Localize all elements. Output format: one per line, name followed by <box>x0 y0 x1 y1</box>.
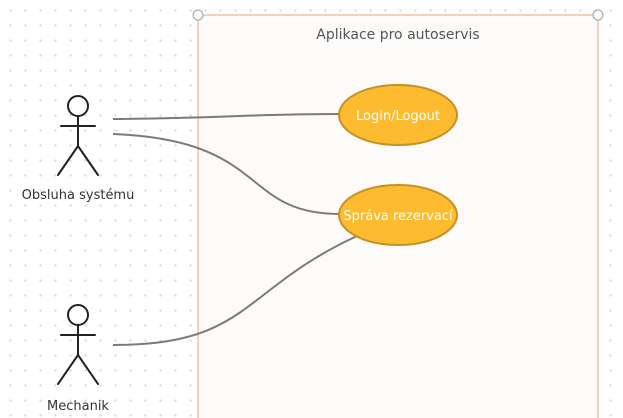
system-boundary[interactable]: Aplikace pro autoservis <box>192 9 604 418</box>
association-operator-login[interactable] <box>112 113 341 120</box>
association-operator-reservations[interactable] <box>112 133 341 215</box>
actor-figure-icon <box>57 95 99 176</box>
use-case-reservations[interactable]: Správa rezervací <box>338 184 458 246</box>
actor-figure-icon <box>57 304 99 385</box>
actor-label-operator: Obsluha systému <box>22 188 135 203</box>
use-case-ellipse[interactable] <box>338 84 458 146</box>
use-case-ellipse[interactable] <box>338 184 458 246</box>
actor-operator[interactable]: Obsluha systému <box>22 95 135 203</box>
resize-handle-top-left[interactable] <box>192 9 204 21</box>
system-title: Aplikace pro autoservis <box>316 27 479 43</box>
use-case-login[interactable]: Login/Logout <box>338 84 458 146</box>
association-mechanic-reservations[interactable] <box>112 235 358 346</box>
use-case-label-login: Login/Logout <box>356 109 440 124</box>
resize-handle-top-right[interactable] <box>592 9 604 21</box>
actor-mechanic[interactable]: Mechanik <box>47 304 109 414</box>
use-case-label-reservations: Správa rezervací <box>343 209 453 224</box>
actor-label-mechanic: Mechanik <box>47 399 109 414</box>
